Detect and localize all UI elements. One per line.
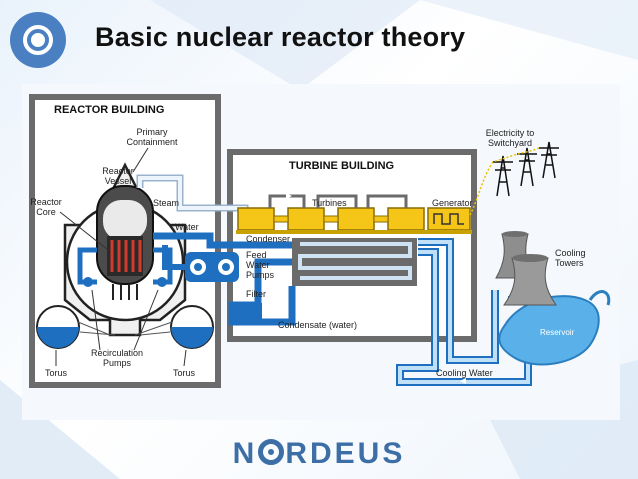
torus-right-label: Torus <box>173 368 196 378</box>
torus-right <box>170 305 214 349</box>
primary-containment-label: Primary <box>137 127 168 137</box>
electricity-label-2: Switchyard <box>488 138 532 148</box>
generator-label: Generator <box>432 198 473 208</box>
turbines-label: Turbines <box>312 198 347 208</box>
brand-logo: N RDEUS <box>0 437 638 471</box>
torus-left <box>36 305 80 349</box>
torus-left-label: Torus <box>45 368 68 378</box>
cooling-towers-label-2: Towers <box>555 258 584 268</box>
condensate-label: Condensate (water) <box>278 320 357 330</box>
recirculation-pumps-label: Recirculation <box>91 348 143 358</box>
reservoir <box>498 295 600 366</box>
fuel-rods <box>110 240 142 272</box>
cooling-water-label: Cooling Water <box>436 368 493 378</box>
steam-label: Steam <box>153 198 179 208</box>
recirculation-pump-right <box>157 277 167 287</box>
reactor-vessel-label-2: Vessel <box>105 176 132 186</box>
generator <box>427 207 471 231</box>
feed-water-pumps-label: Feed <box>246 250 267 260</box>
feedwater-line <box>153 232 292 249</box>
reactor-core-label: Reactor <box>30 197 62 207</box>
turbine-building-label: TURBINE BUILDING <box>289 160 394 172</box>
cooling-towers-label: Cooling <box>555 248 586 258</box>
feed-water-pumps-label-3: Pumps <box>246 270 275 280</box>
flow-arrows <box>187 175 466 384</box>
reactor-building-label: REACTOR BUILDING <box>54 104 164 116</box>
turbines <box>237 194 425 231</box>
cooling-towers <box>495 231 557 306</box>
feed-water-pumps-label-2: Water <box>246 260 270 270</box>
feed-water-pumps <box>185 252 239 282</box>
reactor-core-label-2: Core <box>36 207 56 217</box>
water-label: Water <box>175 222 199 232</box>
condenser-label: Condenser <box>246 234 290 244</box>
reactor-vessel-label: Reactor <box>102 166 134 176</box>
brand-left: N <box>232 437 258 470</box>
electricity-label: Electricity to <box>486 128 535 138</box>
transmission-towers <box>493 141 559 197</box>
filter <box>230 303 262 323</box>
logo-dot <box>31 33 45 47</box>
brand-right: RDEUS <box>285 437 406 470</box>
recirculation-pumps-label-2: Pumps <box>103 358 132 368</box>
primary-containment-label-2: Containment <box>126 137 178 147</box>
reservoir-label: Reservoir <box>540 328 575 337</box>
power-line <box>469 147 540 216</box>
filter-label: Filter <box>246 289 266 299</box>
recirculation-pump-left <box>83 277 93 287</box>
brand-o-icon <box>258 439 285 465</box>
page-title: Basic nuclear reactor theory <box>95 22 466 52</box>
